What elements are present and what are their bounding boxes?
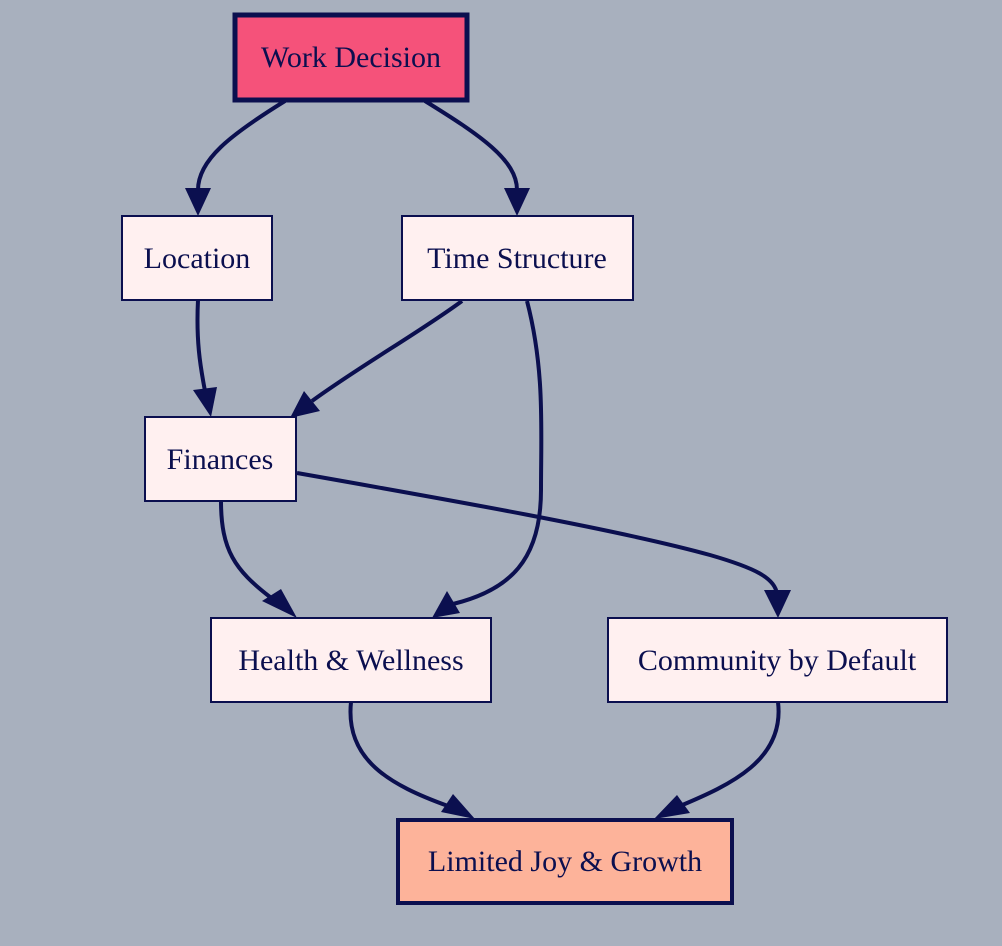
edge-time-structure-to-health-wellness (452, 300, 544, 606)
node-community-by-default[interactable]: Community by Default (607, 617, 948, 703)
arrowhead-location (185, 188, 211, 216)
arrowhead-finances-from-location (193, 387, 217, 417)
node-limited-joy-growth[interactable]: Limited Joy & Growth (396, 818, 734, 905)
arrowhead-finances-from-time-structure (290, 391, 320, 418)
arrowhead-community (764, 590, 791, 618)
node-finances[interactable]: Finances (144, 416, 297, 502)
arrowhead-time-structure (504, 188, 530, 216)
node-time-structure[interactable]: Time Structure (401, 215, 634, 301)
edge-work-decision-to-location (196, 99, 287, 191)
node-label: Location (144, 242, 251, 275)
arrowhead-limited-joy-right (654, 795, 690, 819)
edge-time-structure-to-finances (310, 299, 464, 403)
node-label: Community by Default (638, 644, 917, 677)
arrowhead-limited-joy-left (441, 794, 475, 819)
node-label: Work Decision (261, 41, 441, 74)
node-location[interactable]: Location (121, 215, 273, 301)
edge-work-decision-to-time-structure (423, 99, 519, 191)
edge-finances-to-community-default (296, 471, 779, 595)
arrowhead-health-from-finances (262, 589, 297, 618)
arrowhead-health-from-time-structure (432, 591, 460, 618)
edge-finances-to-health-wellness (219, 500, 272, 599)
node-health-wellness[interactable]: Health & Wellness (210, 617, 492, 703)
arrowheads (185, 188, 791, 819)
edge-health-wellness-to-limited-joy (348, 701, 449, 808)
node-label: Finances (167, 443, 274, 476)
node-label: Health & Wellness (238, 644, 463, 677)
node-label: Limited Joy & Growth (428, 845, 702, 878)
edge-community-default-to-limited-joy (679, 701, 781, 808)
edge-location-to-finances (195, 299, 207, 392)
edges (195, 99, 781, 808)
node-work-decision[interactable]: Work Decision (232, 12, 470, 103)
node-label: Time Structure (427, 242, 607, 275)
